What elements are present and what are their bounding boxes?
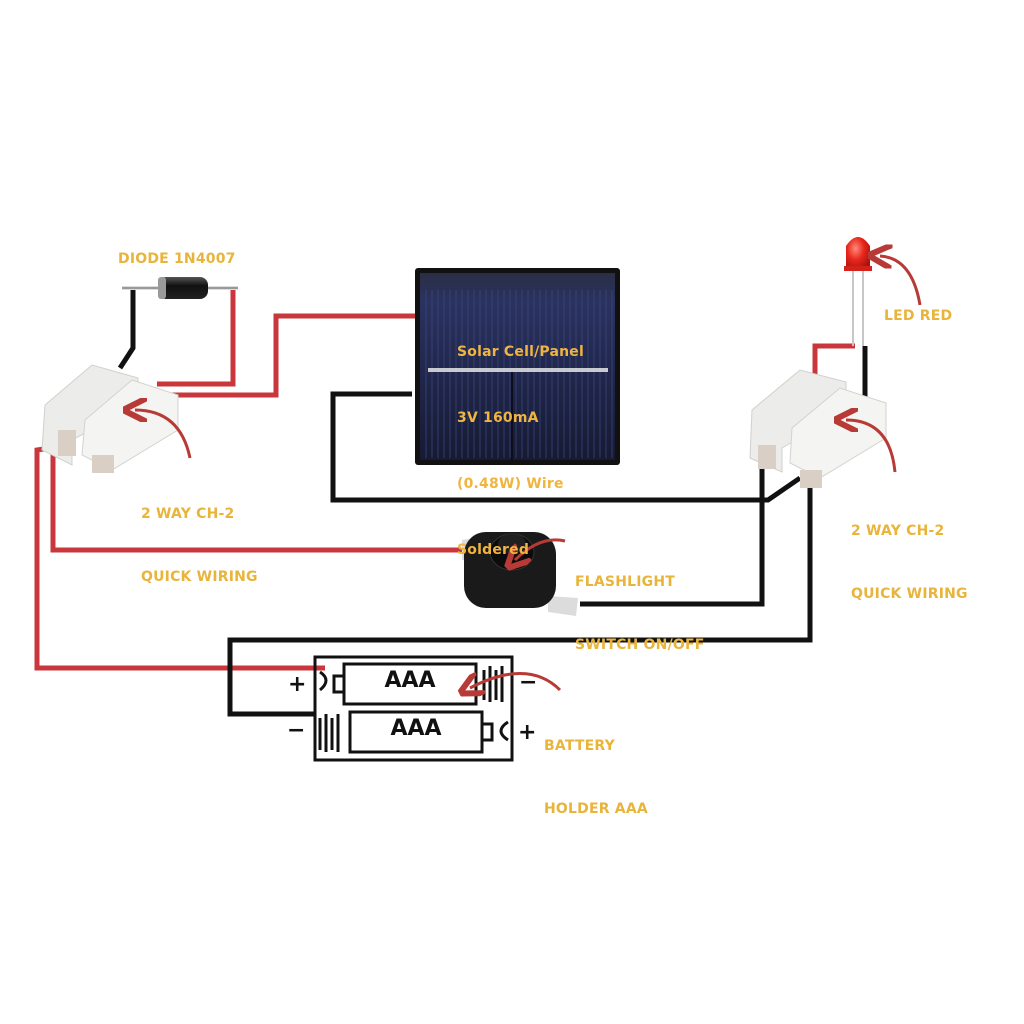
connector-left-label-line-2: QUICK WIRING [141,569,258,585]
battery-cell-1-text: AAA [384,668,436,693]
battery-cell-1-left-terminal: + [288,672,307,697]
wire-battery-negative [227,475,813,717]
connector-right-label-line-1: 2 WAY CH-2 [851,523,945,539]
battery-cell-2-text: AAA [390,716,442,741]
diode-label: DIODE 1N4007 [118,251,236,267]
led-red [844,237,872,346]
connector-left [41,364,179,473]
battery-cell-2-right-terminal: + [518,720,537,745]
connector-right-label: 2 WAY CH-2 QUICK WIRING [851,479,968,626]
wire-solar-positive [157,313,427,398]
solar-label-line-3: (0.48W) Wire [457,476,564,492]
arrow-battery [470,673,562,690]
battery-label-line-2: HOLDER AAA [544,801,648,817]
connector-left-label: 2 WAY CH-2 QUICK WIRING [141,462,258,609]
arrow-connector-right [846,420,897,473]
wire-switch-to-connector [580,452,765,607]
battery-label-line-1: BATTERY [544,738,615,754]
wire-diode-to-connector-red [157,290,236,387]
led-label: LED RED [884,308,953,324]
annotation-arrows [135,256,922,690]
switch-label: FLASHLIGHT SWITCH ON/OFF [575,530,705,677]
solar-panel [415,268,620,465]
diode-1n4007 [122,277,238,299]
connector-right-label-line-2: QUICK WIRING [851,586,968,602]
solar-panel-label: Solar Cell/Panel 3V 160mA (0.48W) Wire S… [457,297,584,583]
connector-left-label-line-1: 2 WAY CH-2 [141,506,235,522]
battery-holder-label: BATTERY HOLDER AAA [544,694,648,841]
solar-label-line-4: Soldered [457,542,530,558]
arrow-led [880,256,922,306]
battery-holder [313,655,514,762]
wire-diode-to-connector-black [117,290,136,370]
wire-led-red [812,343,855,385]
arrow-connector-left [135,410,192,459]
switch-label-line-1: FLASHLIGHT [575,574,676,590]
wire-solar-negative [330,391,802,503]
solar-label-line-2: 3V 160mA [457,410,539,426]
wire-connector-to-switch [50,445,462,553]
switch-label-line-2: SWITCH ON/OFF [575,637,705,653]
battery-cell-1-right-terminal: − [519,670,538,695]
connector-right [749,369,887,488]
battery-cell-2-left-terminal: − [287,718,306,743]
solar-label-line-1: Solar Cell/Panel [457,344,584,360]
arrow-switch [515,538,566,560]
